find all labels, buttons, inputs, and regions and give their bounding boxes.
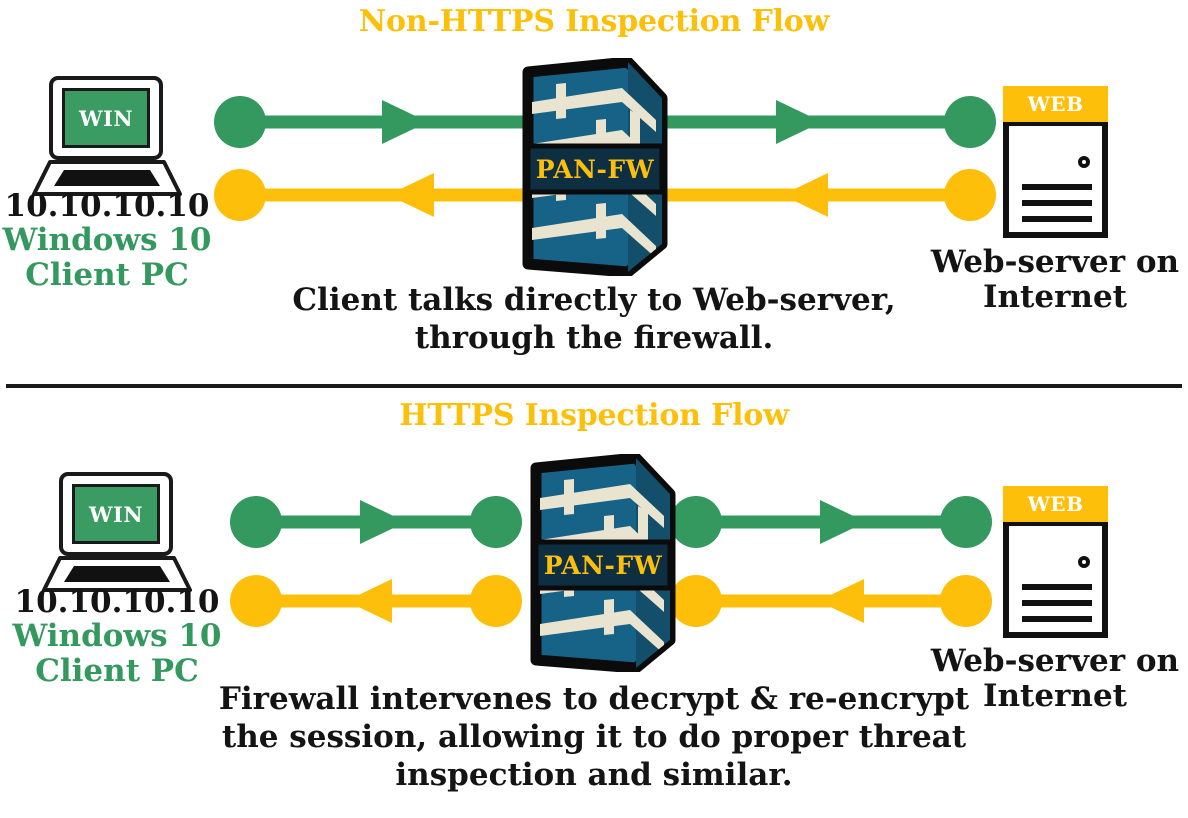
client-os-name: Windows 10 [2, 222, 212, 259]
server-status-led-icon [1078, 556, 1090, 568]
laptop-screen-label: WIN [78, 105, 134, 131]
laptop-base [42, 556, 192, 594]
server-slot-icon [1022, 600, 1092, 606]
client-ip-address: 10.10.10.10 [14, 584, 220, 620]
server-caption-bottom: Web-server on Internet [915, 644, 1188, 713]
client-ip-address: 10.10.10.10 [4, 188, 210, 224]
client-role-name: Client PC [35, 653, 199, 690]
server-status-led-icon [1078, 156, 1090, 168]
bottom-flow-response-gold [230, 575, 992, 627]
section-divider [6, 384, 1182, 388]
web-server-icon-bottom: WEB [1003, 486, 1108, 638]
laptop-screen-label: WIN [88, 501, 144, 527]
laptop-lid: WIN [49, 76, 163, 160]
web-server-icon-top: WEB [1003, 86, 1108, 238]
server-caption-line2: Internet [983, 677, 1127, 714]
section-title-non-https: Non-HTTPS Inspection Flow [358, 4, 830, 39]
server-badge: WEB [1003, 486, 1108, 526]
flow-description-bottom-line1: Firewall intervenes to decrypt & re-encr… [218, 681, 970, 717]
flow-description-bottom-line2: the session, allowing it to do proper th… [221, 719, 967, 756]
server-badge-label: WEB [1027, 492, 1084, 516]
server-caption-line1: Web-server on [930, 643, 1180, 679]
flow-description-bottom: Firewall intervenes to decrypt & re-encr… [0, 680, 1188, 794]
laptop-screen: WIN [72, 484, 160, 544]
laptop-lid: WIN [59, 472, 173, 556]
section-title-https: HTTPS Inspection Flow [399, 398, 789, 433]
client-caption-top: 10.10.10.10 Windows 10 Client PC [0, 188, 222, 294]
client-caption-bottom: 10.10.10.10 Windows 10 Client PC [2, 584, 232, 690]
client-laptop-icon-bottom: WIN [42, 472, 192, 597]
server-slot-icon [1022, 616, 1092, 622]
server-caption-line1: Web-server on [930, 244, 1180, 280]
server-slot-icon [1022, 216, 1092, 222]
server-slot-icon [1022, 184, 1092, 190]
flow-description-bottom-line3: inspection and similar. [395, 757, 793, 794]
https-flow-panel: HTTPS Inspection Flow WIN [0, 386, 1188, 818]
client-os-name: Windows 10 [12, 618, 222, 655]
laptop-base [32, 160, 182, 198]
firewall-icon-top: PAN-FW [510, 56, 680, 278]
bottom-flow-request-green [230, 496, 992, 548]
server-slot-icon [1022, 200, 1092, 206]
laptop-screen: WIN [62, 88, 150, 148]
server-slot-icon [1022, 584, 1092, 590]
firewall-icon-bottom: PAN-FW [518, 452, 688, 674]
server-badge: WEB [1003, 86, 1108, 126]
server-caption-top: Web-server on Internet [915, 245, 1188, 314]
bottom-flow-diagram [230, 496, 992, 627]
client-role-name: Client PC [25, 257, 189, 294]
non-https-flow-panel: Non-HTTPS Inspection Flow WIN [0, 0, 1188, 386]
server-badge-label: WEB [1027, 92, 1084, 116]
flow-description-top: Client talks directly to Web-server, thr… [0, 281, 1188, 357]
flow-description-top-line1: Client talks directly to Web-server, [292, 282, 896, 318]
client-laptop-icon-top: WIN [32, 76, 182, 201]
flow-description-top-line2: through the firewall. [414, 320, 774, 357]
server-caption-line2: Internet [983, 278, 1127, 315]
